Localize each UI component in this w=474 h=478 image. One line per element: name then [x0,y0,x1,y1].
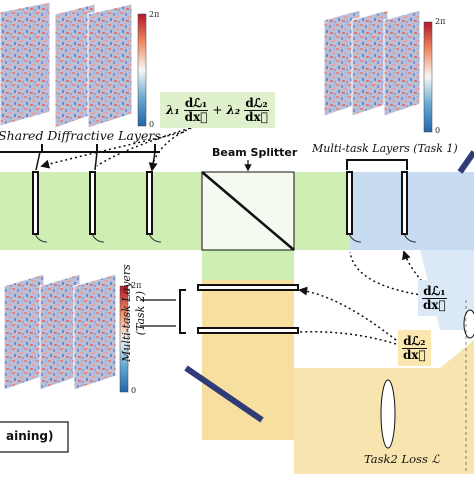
colorbar-1 [138,14,146,126]
task2-layer-stack [4,274,116,390]
shared-gradient-formula: λ₁ dℒ₁ dx⃗ + λ₂ dℒ₂ dx⃗ [160,92,275,128]
colorbar-1-top: 2π [149,10,159,19]
fraction-1: dℒ₁ dx⃗ [184,97,209,123]
task1-fraction-denominator: dx⃗ [422,299,447,312]
task2-gradient-formula: dℒ₂ dx⃗ [398,330,431,366]
lambda-2: λ₂ [226,103,240,117]
lens-task1 [464,310,474,338]
shared-layer-bracket [0,144,160,152]
task2-fraction-denominator: dx⃗ [402,349,427,362]
fraction-2: dℒ₂ dx⃗ [244,97,269,123]
task1-fraction-numerator: dℒ₁ [422,285,446,299]
task1-layer-stack [324,10,420,116]
task2-fraction: dℒ₂ dx⃗ [402,335,427,361]
shared-bracket-arrows [36,152,155,170]
task1-gradient-formula: dℒ₁ dx⃗ [418,280,451,316]
shared-layer-stack [0,2,132,128]
task1-layers-label: Multi-task Layers (Task 1) [312,142,458,155]
lambda-1: λ₁ [166,103,180,117]
fraction-2-denominator: dx⃗ [244,111,269,124]
training-box-label: aining) [6,429,53,443]
task2-layers-label-line1: Multi-task Layers [120,264,134,362]
task2-fraction-numerator: dℒ₂ [402,335,426,349]
shared-layers-label: Shared Diffractive Layers [0,128,161,143]
fraction-1-denominator: dx⃗ [184,111,209,124]
task2-layers-label-line2: (Task 2) [134,264,148,362]
fraction-2-numerator: dℒ₂ [244,97,268,111]
plus-sign: + [212,103,222,117]
green-beam [0,172,350,250]
task2-gradient-arrows [300,290,396,344]
mirror-top-right [460,152,474,172]
colorbar-3-bottom: 0 [131,386,136,395]
lens-task2 [381,380,395,448]
task2-loss-label: Task2 Loss ℒ [364,452,440,466]
green-beam-down [202,250,294,280]
colorbar-2-top: 2π [435,17,445,26]
task1-fraction: dℒ₁ dx⃗ [422,285,447,311]
fraction-1-numerator: dℒ₁ [184,97,208,111]
yellow-beam [202,280,294,440]
beam-splitter-label: Beam Splitter [212,146,297,159]
colorbar-2 [424,22,432,132]
blue-beam [350,172,474,250]
task2-layers-label: Multi-task Layers (Task 2) [120,264,148,362]
beam-splitter [202,160,294,250]
colorbar-2-bottom: 0 [435,126,440,135]
